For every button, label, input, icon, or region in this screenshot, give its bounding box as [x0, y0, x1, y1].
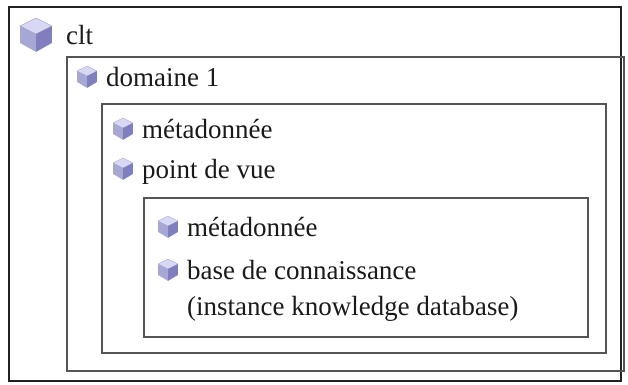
knowledge-base-label: base de connaissance (instance knowledge…: [187, 252, 518, 324]
metadata-label: métadonnée: [142, 114, 273, 144]
cube-icon: [157, 215, 179, 239]
inner-viewpoint-container: [143, 197, 589, 338]
domain-node: domaine 1: [76, 62, 219, 92]
domain-label: domaine 1: [106, 62, 220, 92]
metadata-node: métadonnée: [112, 114, 272, 144]
cube-icon: [157, 258, 179, 282]
clt-label: clt: [66, 20, 93, 50]
knowledge-base-line2: (instance knowledge database): [187, 291, 519, 321]
inner-metadata-node: métadonnée: [157, 212, 317, 242]
clt-container: [8, 6, 622, 382]
knowledge-base-node: base de connaissance (instance knowledge…: [157, 252, 518, 324]
domain-container: [66, 56, 625, 372]
cube-icon: [18, 16, 54, 54]
clt-node: clt: [18, 16, 93, 54]
cube-icon: [112, 117, 134, 141]
knowledge-base-line1: base de connaissance: [187, 255, 417, 285]
viewpoint-label: point de vue: [142, 154, 276, 184]
viewpoint-node: point de vue: [112, 154, 275, 184]
inner-metadata-label: métadonnée: [187, 212, 318, 242]
cube-icon: [112, 157, 134, 181]
viewpoint-container: [101, 103, 607, 354]
cube-icon: [76, 65, 98, 89]
